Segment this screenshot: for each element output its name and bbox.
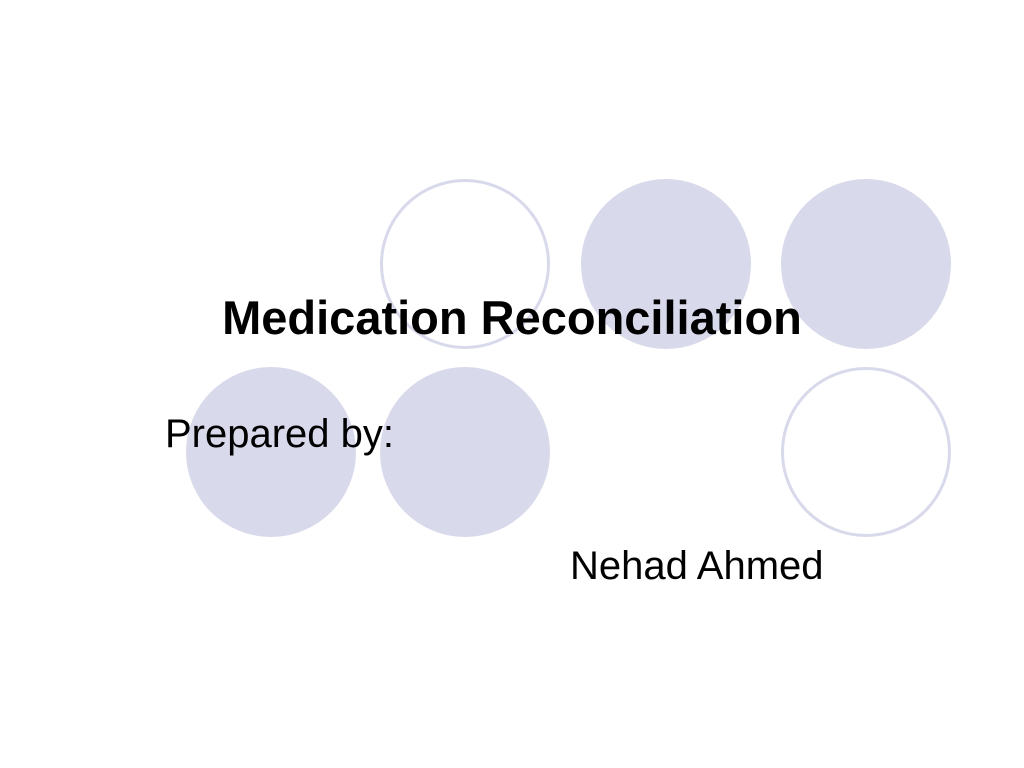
prepared-by-label: Prepared by: xyxy=(165,412,395,456)
decorative-circle-filled xyxy=(581,179,751,349)
author-name: Nehad Ahmed xyxy=(570,544,824,588)
decorative-circle-filled xyxy=(781,179,951,349)
decorative-circle-outline xyxy=(781,367,951,537)
decorative-circle-filled xyxy=(380,367,550,537)
decorative-circle-filled xyxy=(186,367,356,537)
slide-title: Medication Reconciliation xyxy=(222,291,802,344)
decorative-circle-outline xyxy=(380,179,550,349)
